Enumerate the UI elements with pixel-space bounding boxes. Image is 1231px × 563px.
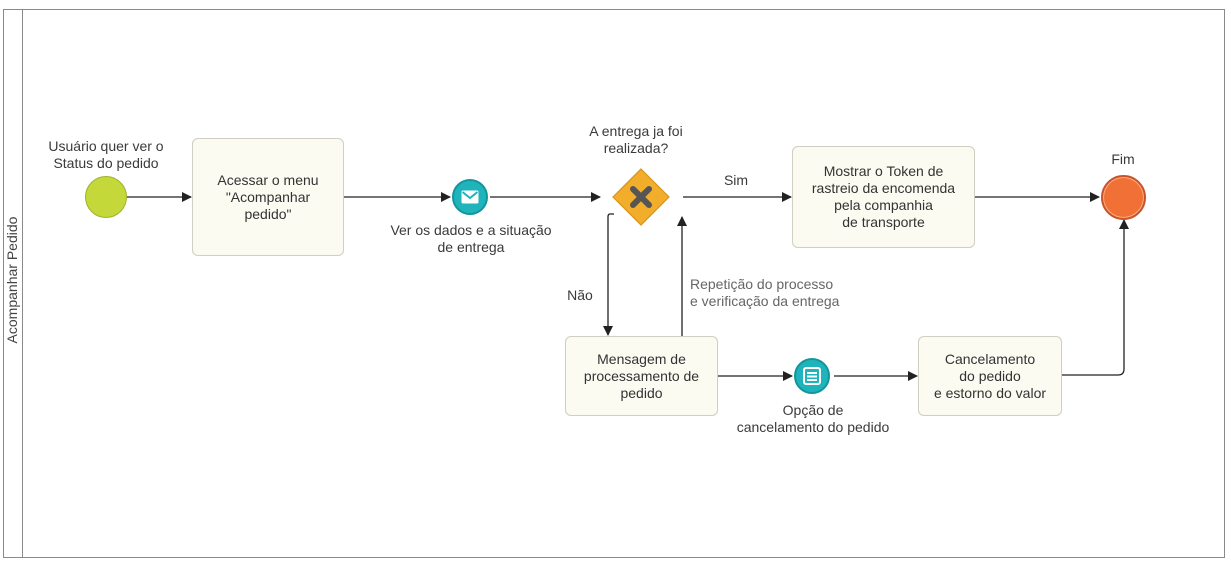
exclusive-gateway[interactable]: [612, 168, 670, 226]
start-event[interactable]: [85, 176, 127, 218]
start-event-label: Usuário quer ver o Status do pedido: [48, 138, 164, 171]
loop-label: Repetição do processo e verificação da e…: [690, 276, 840, 309]
envelope-icon: [461, 190, 479, 204]
gateway-no-label: Não: [567, 287, 593, 303]
message-event-label: Ver os dados e a situação de entrega: [390, 222, 552, 255]
message-event[interactable]: [452, 179, 488, 215]
task-cancelamento[interactable]: Cancelamento do pedido e estorno do valo…: [918, 336, 1062, 416]
cancel-option-event[interactable]: [794, 358, 830, 394]
pool-frame: [3, 9, 1225, 558]
lane-divider: [22, 9, 23, 558]
end-event[interactable]: [1101, 175, 1146, 220]
task-mensagem-processamento[interactable]: Mensagem de processamento de pedido: [565, 336, 718, 416]
gateway-yes-label: Sim: [723, 172, 749, 188]
task-mostrar-token[interactable]: Mostrar o Token de rastreio da encomenda…: [792, 146, 975, 248]
flow-gateway-nao: [603, 213, 614, 336]
list-icon: [803, 367, 821, 385]
flow-cancel-to-end: [1062, 219, 1129, 376]
end-event-label: Fim: [1111, 151, 1135, 167]
x-icon: [630, 186, 652, 208]
gateway-question: A entrega ja foi realizada?: [589, 123, 683, 156]
cancel-option-label: Opção de cancelamento do pedido: [736, 402, 890, 435]
task-acessar-menu[interactable]: Acessar o menu "Acompanhar pedido": [192, 138, 344, 256]
